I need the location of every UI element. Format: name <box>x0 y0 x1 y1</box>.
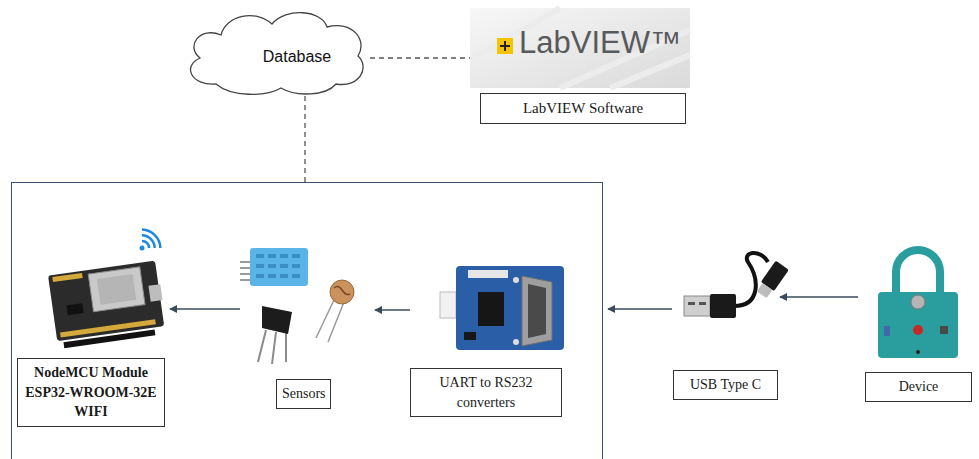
label-box: USB Type C <box>673 370 778 400</box>
label-box: Sensors <box>276 379 331 409</box>
usb-cable <box>684 253 789 318</box>
transistor-sensor <box>258 306 292 364</box>
label-box: Device <box>865 372 972 402</box>
label-box: UART to RS232 converters <box>410 368 562 417</box>
node-text: LabVIEW Software <box>486 98 680 119</box>
database-cloud: Database <box>176 6 370 96</box>
node-text: Device <box>871 377 966 397</box>
dht-sensor <box>240 248 308 286</box>
flow-arrow <box>608 308 672 309</box>
node-text: USB Type C <box>679 375 772 395</box>
usb-node: USB Type C <box>672 245 780 400</box>
ldr-sensor <box>316 280 354 342</box>
nodemcu-board <box>48 224 167 349</box>
cloud-shape <box>191 13 364 95</box>
sensors-node: Sensors <box>240 225 375 409</box>
flow-arrow <box>780 296 858 297</box>
uart-rs232-board <box>440 266 564 350</box>
labview-logo-panel <box>470 8 690 88</box>
dashed-link <box>304 96 305 182</box>
label-box: NodeMCU Module ESP32-WROOM-32E WIFI <box>17 358 165 427</box>
node-text: NodeMCU Module ESP32-WROOM-32E WIFI <box>23 363 159 422</box>
node-text: Sensors <box>282 384 325 404</box>
logo-text: LabVIEW™ <box>519 26 681 60</box>
converter-node: UART to RS232 converters <box>410 255 608 418</box>
hardware-group: NodeMCU Module ESP32-WROOM-32E WIFI Senso… <box>11 182 603 459</box>
controller-node: NodeMCU Module ESP32-WROOM-32E WIFI <box>17 238 170 427</box>
flow-arrow <box>170 308 240 309</box>
device-padlock <box>878 250 958 358</box>
flow-arrow <box>375 309 410 310</box>
dashed-link <box>370 57 470 58</box>
node-text: UART to RS232 converters <box>416 373 556 412</box>
device-node: Device <box>858 245 972 402</box>
node-text: Database <box>263 48 332 66</box>
label-box: LabVIEW Software <box>480 93 686 124</box>
